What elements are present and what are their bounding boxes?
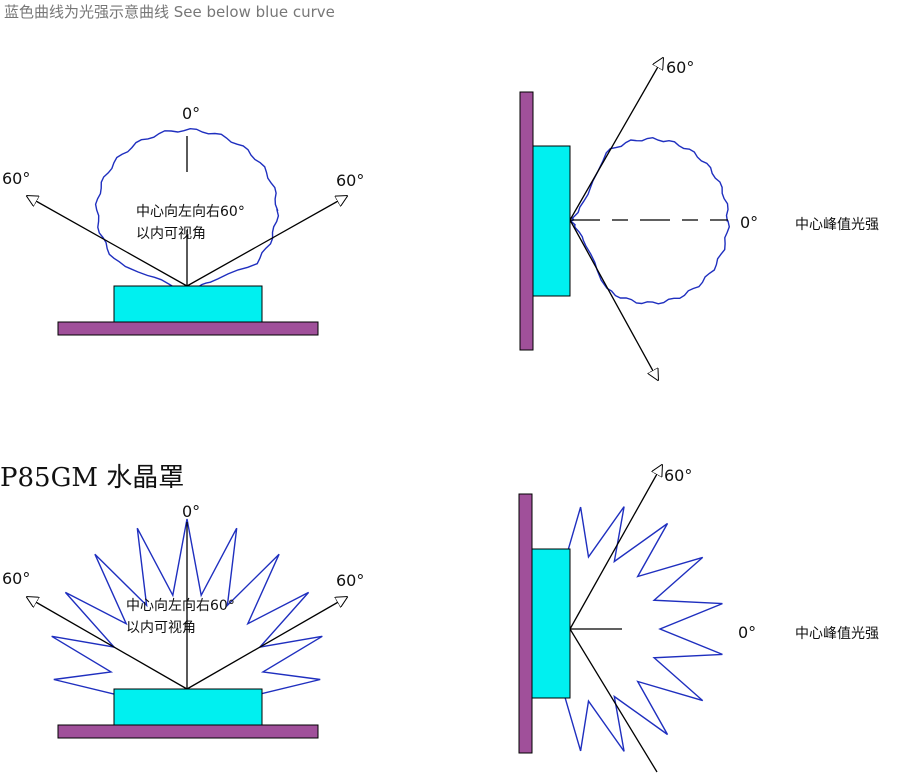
left-60-arrow [27, 597, 188, 690]
angle-0-label: 0° [740, 213, 758, 232]
pcb-board [57, 724, 319, 739]
peak-intensity-label: 中心峰值光强 [795, 217, 879, 233]
viewing-angle-label-line1: 中心向左向右60° [126, 598, 235, 614]
pcb-board [518, 493, 533, 754]
front-view-diagram-1: 0° 60° 60° 中心向左向右60° 以内可视角 [2, 104, 364, 336]
right-60-arrow [186, 597, 347, 690]
angle-0-label: 0° [182, 104, 200, 123]
angle-60-left-label: 60° [2, 169, 30, 188]
angle-60-label: 60° [666, 58, 694, 77]
angle-60-left-label: 60° [2, 569, 30, 588]
pcb-board [57, 321, 319, 336]
peak-intensity-label: 中心峰值光强 [795, 626, 879, 642]
led-chip [531, 548, 571, 699]
angle-0-label: 0° [182, 502, 200, 521]
right-60-arrow [186, 196, 347, 287]
viewing-angle-label-line2: 以内可视角 [126, 620, 196, 636]
pcb-board [519, 91, 534, 351]
angle-0-label: 0° [738, 623, 756, 642]
angle-60-right-label: 60° [336, 571, 364, 590]
section-title: P85GM 水晶罩 [0, 463, 184, 493]
led-chip [113, 285, 263, 323]
side-view-diagram-2: 60° 0° 中心峰值光强 [518, 465, 879, 773]
angle-60-label: 60° [664, 466, 692, 485]
left-60-arrow [27, 196, 188, 287]
viewing-angle-label-line2: 以内可视角 [136, 226, 206, 242]
viewing-angle-label-line1: 中心向左向右60° [136, 204, 245, 220]
light-intensity-curve [51, 518, 323, 696]
side-view-diagram-1: 60° 0° 中心峰值光强 [519, 58, 879, 380]
upper-60-arrow [569, 58, 663, 221]
front-view-diagram-2: 0° 60° 60° 中心向左向右60° 以内可视角 [2, 502, 364, 739]
lower-60-arrow [569, 219, 658, 380]
led-chip [113, 688, 263, 726]
lower-60-arrow [569, 628, 658, 773]
upper-60-arrow [569, 465, 662, 630]
light-intensity-curve [569, 136, 731, 305]
header-caption: 蓝色曲线为光强示意曲线 See below blue curve [4, 3, 335, 21]
light-intensity-curve [563, 506, 723, 752]
light-intensity-curve [94, 127, 280, 294]
angle-60-right-label: 60° [336, 171, 364, 190]
led-chip [532, 145, 571, 297]
